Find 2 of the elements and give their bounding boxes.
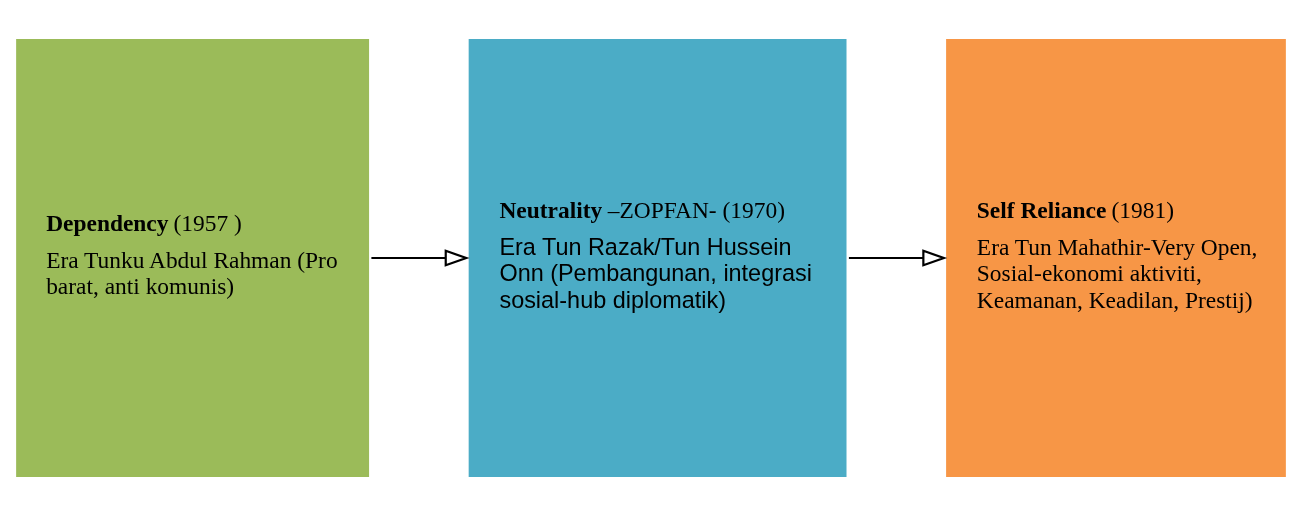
arrow (848, 248, 948, 267)
arrow (371, 248, 470, 267)
